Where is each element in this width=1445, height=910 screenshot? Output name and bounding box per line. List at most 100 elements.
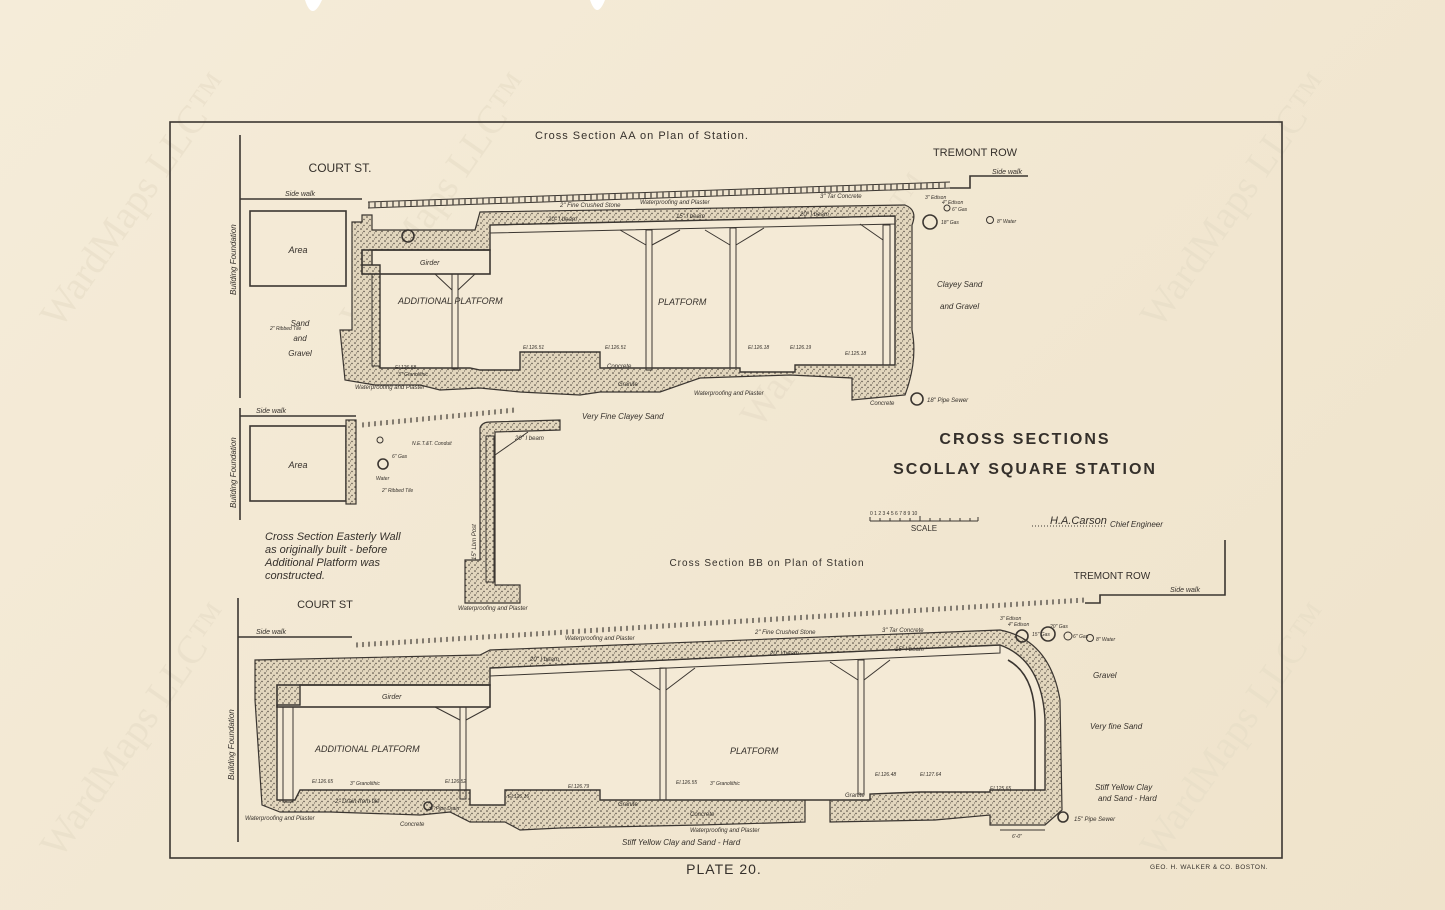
drawing-label: 15" I beam	[895, 647, 924, 653]
drawing-label: 2" Fine Crushed Stone	[559, 203, 621, 209]
drawing-label: TREMONT ROW	[933, 147, 1018, 159]
drawing-label: Additional Platform was	[264, 557, 380, 569]
drawing-label: 20" I beam	[514, 436, 544, 442]
drawing-label: 6" Pipe Drain	[430, 806, 460, 812]
drawing-label: ADDITIONAL PLATFORM	[397, 296, 503, 306]
drawing-label: 15" Gas	[1032, 632, 1050, 638]
drawing-label: Cross Section Easterly Wall	[265, 531, 401, 543]
drawing-label: 2" Ribbed Tile	[381, 488, 413, 494]
drawing-label: El.126.55	[676, 780, 697, 786]
signature: H.A.Carson	[1050, 515, 1107, 527]
drawing-label: El.126.51	[523, 345, 544, 351]
drawing-label: 15" I beam	[676, 214, 705, 220]
drawing-label: El.126.51	[605, 345, 626, 351]
plate-number: PLATE 20.	[686, 861, 762, 877]
drawing-label: 4" Edison	[942, 200, 963, 206]
drawing-label: El.125.18	[845, 351, 866, 357]
drawing-label: 20" I beam	[529, 657, 559, 663]
drawing-label: Waterproofing and Plaster	[245, 816, 316, 822]
drawing-label: 2" Ribbed Tile	[269, 326, 301, 332]
drawing-label: 3" Granolithic	[398, 372, 428, 378]
drawing-label: 18" Gas	[941, 220, 959, 226]
drawing-label: Gravel	[1093, 671, 1117, 680]
drawing-label: Concrete	[690, 812, 715, 818]
drawing-label: El.126.48	[875, 772, 896, 778]
drawing-label: Sand	[291, 319, 310, 328]
scale-bar: 0 1 2 3 4 5 6 7 8 9 10 SCALE	[869, 511, 979, 533]
drawing-label: 3" Granolithic	[350, 781, 380, 787]
drawing-label: Waterproofing and Plaster	[355, 385, 426, 391]
drawing-label: and Gravel	[940, 302, 979, 311]
drawing-label: SCALE	[911, 524, 937, 533]
drawing-label: El.125.65	[990, 786, 1011, 792]
drawing-label: Very fine Sand	[1090, 722, 1143, 731]
drawing-label: Waterproofing and Plaster	[458, 606, 529, 612]
drawing-label: El.126.65	[312, 779, 333, 785]
drawing-label: WardMaps LLC™	[1131, 594, 1340, 865]
drawing-label: Waterproofing and Plaster	[640, 200, 711, 206]
drawing-label: WardMaps LLC™	[31, 64, 240, 335]
drawing-label: Waterproofing and Plaster	[694, 391, 765, 397]
section-aa: Cross Section AA on Plan of Station. COU…	[229, 130, 1028, 421]
drawing-label: 2" Drain from tile	[334, 799, 380, 805]
drawing-label: Very Fine Clayey Sand	[582, 412, 664, 421]
drawing-label: ADDITIONAL PLATFORM	[314, 744, 420, 754]
drawing-label: 3" Tar Concrete	[882, 628, 924, 634]
drawing-label: Stiff Yellow Clay	[1095, 783, 1153, 792]
drawing-label: PLATFORM	[658, 297, 707, 307]
drawing-label: 15" Lbm Post	[472, 524, 478, 560]
drawing-label: 3" Granolithic	[710, 781, 740, 787]
drawing-label: Area	[287, 460, 307, 470]
drawing-label: 18" Pipe Sewer	[927, 398, 969, 404]
drawing-label: Clayey Sand	[937, 280, 983, 289]
drawing-label: WardMaps LLC™	[31, 594, 240, 865]
drawing-label: and Sand - Hard	[1098, 794, 1157, 803]
drawing-label: 20" Gas	[1049, 624, 1068, 630]
drawing-label: Side walk	[256, 629, 286, 636]
drawing-label: 15" Pipe Sewer	[1074, 817, 1116, 823]
drawing-label: 6" Gas	[1073, 634, 1089, 640]
drawing-label: Granite	[618, 802, 638, 808]
drawing-label: Waterproofing and Plaster	[565, 636, 636, 642]
plate-frame	[169, 121, 1283, 859]
drawing-label: Gravel	[288, 349, 312, 358]
drawing-label: WardMaps LLC™	[1131, 64, 1340, 335]
drawing-label: El.126.19	[790, 345, 811, 351]
drawing-label: 20" I beam	[547, 217, 577, 223]
drawing-label: 6" Gas	[952, 207, 968, 213]
publisher: GEO. H. WALKER & CO. BOSTON.	[1150, 864, 1268, 871]
drawing-label: Girder	[420, 260, 440, 267]
drawing-label: 3" Edison	[925, 195, 946, 201]
drawing-label: Building Foundation	[227, 709, 236, 780]
drawing-label: 20" I beam	[769, 651, 799, 657]
drawing-label: El.126.18	[748, 345, 769, 351]
drawing-label: Side walk	[285, 191, 315, 198]
drawing-label: TREMONT ROW	[1074, 571, 1151, 582]
drawing-label: PLATFORM	[730, 746, 779, 756]
drawing-label: El.126.79	[568, 784, 589, 790]
drawing-label: 6" Gas	[392, 454, 408, 460]
drawing-label: COURT ST	[297, 599, 353, 611]
drawing-label: and	[293, 334, 307, 343]
drawing-label: Concrete	[870, 401, 895, 407]
drawing-label: Girder	[382, 694, 402, 701]
title-block: CROSS SECTIONS SCOLLAY SQUARE STATION 0 …	[869, 431, 1163, 533]
drawing-label: 3" Tar Concrete	[820, 194, 862, 200]
drawing-label: Granite	[618, 382, 638, 388]
drawing-label: Cross Section AA on Plan of Station.	[535, 130, 749, 142]
drawing-label: 4" Edison	[1008, 622, 1029, 628]
drawing-label: 6'-0"	[1012, 834, 1022, 840]
drawing-label: as originally built - before	[265, 544, 387, 556]
drawing-label: El.126.58	[395, 365, 416, 371]
drawing-label: Cross Section BB on Plan of Station	[669, 558, 864, 569]
drawing-label: SCOLLAY SQUARE STATION	[893, 461, 1157, 478]
drawing-label: Stiff Yellow Clay and Sand - Hard	[622, 838, 741, 847]
drawing-label: El.127.64	[920, 772, 941, 778]
drawing-label: Chief Engineer	[1110, 520, 1163, 529]
drawing-label: COURT ST.	[309, 161, 372, 175]
easterly-wall-section: Building Foundation Area Side walk 6" Ga…	[229, 407, 561, 612]
drawing-label: Granite	[845, 793, 865, 799]
drawing-label: 8" Water	[1096, 637, 1116, 643]
drawing-label: Building Foundation	[229, 224, 238, 295]
drawing-label: Concrete	[607, 364, 632, 370]
